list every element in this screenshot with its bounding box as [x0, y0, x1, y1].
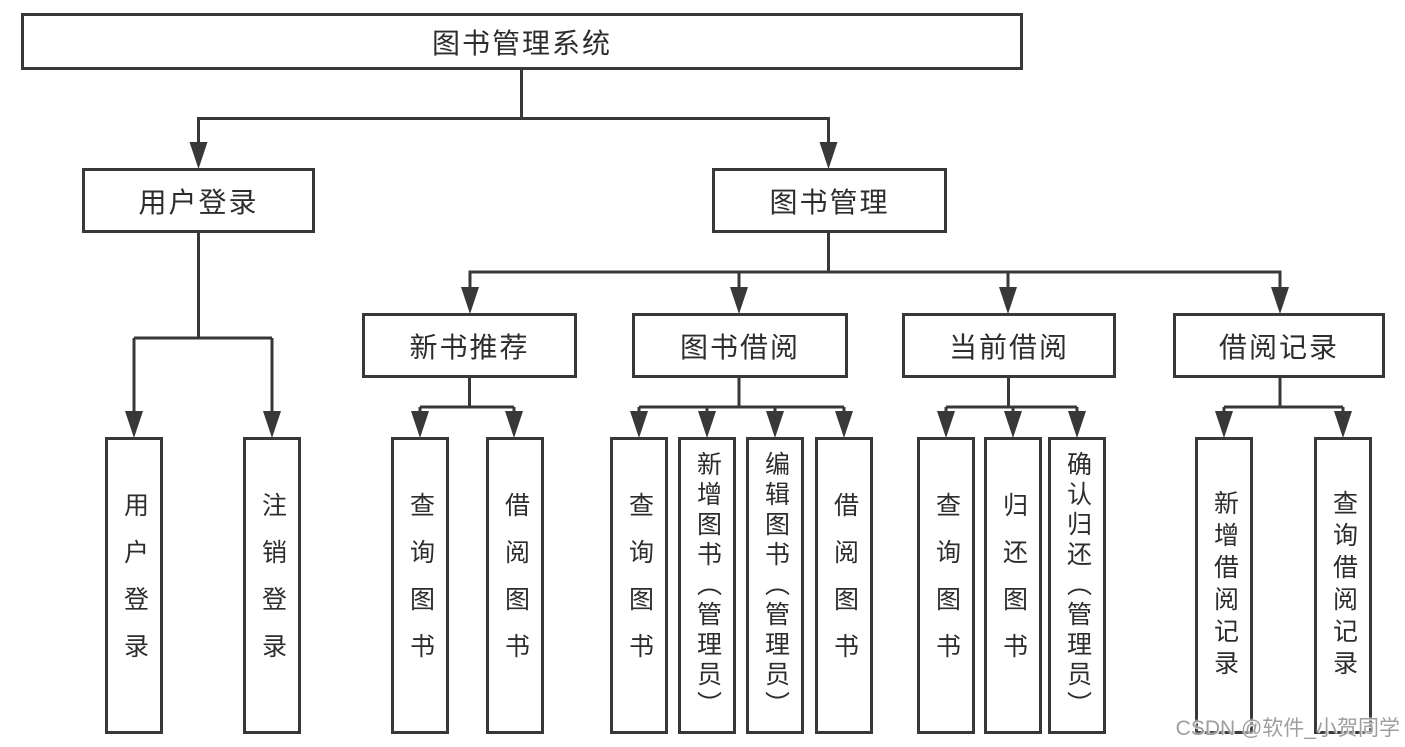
node-label: 确认归还（管理员）: [1063, 450, 1092, 721]
node-label: 查询图书: [932, 491, 961, 680]
node-borrowing-records: 借阅记录: [1173, 313, 1385, 378]
leaf-logout: 注销登录: [243, 437, 301, 734]
node-label: 编辑图书（管理员）: [761, 450, 790, 721]
arrowhead: [1068, 411, 1086, 438]
arrowhead: [1004, 411, 1022, 438]
arrowhead: [835, 411, 853, 438]
arrowhead: [937, 411, 955, 438]
arrowhead: [263, 411, 281, 438]
node-label: 图书管理系统: [431, 27, 612, 59]
node-user-login: 用户登录: [82, 168, 315, 233]
node-label: 用户登录: [138, 186, 259, 218]
node-label: 借阅图书: [830, 491, 859, 680]
leaf-return-books: 归还图书: [984, 437, 1042, 734]
node-label: 借阅图书: [501, 491, 530, 680]
node-label: 新增借阅记录: [1210, 489, 1239, 682]
leaf-borrow-books-newrec: 借阅图书: [486, 437, 544, 734]
node-label: 注销登录: [258, 491, 287, 680]
node-new-book-recommendation: 新书推荐: [362, 313, 577, 378]
node-label: 查询图书: [625, 491, 654, 680]
arrowhead: [505, 411, 523, 438]
node-library-management-system: 图书管理系统: [21, 13, 1023, 70]
arrowhead: [730, 287, 748, 314]
edge-newbook-to-leaves: [418, 378, 516, 413]
node-label: 图书借阅: [679, 331, 800, 363]
edge-userlogin-to-leaves: [132, 232, 274, 413]
node-label: 查询借阅记录: [1329, 489, 1358, 682]
node-label: 图书管理: [769, 186, 890, 218]
leaf-query-books-borrowing: 查询图书: [610, 437, 668, 734]
edge-bookmgmt-to-level3: [468, 233, 1282, 289]
leaf-confirm-return-admin: 确认归还（管理员）: [1048, 437, 1106, 734]
arrowhead: [819, 142, 838, 169]
arrowhead: [630, 411, 648, 438]
arrowhead: [125, 411, 143, 438]
leaf-add-book-admin: 新增图书（管理员）: [678, 437, 736, 734]
arrowhead: [1215, 411, 1233, 438]
edge-root-to-level2: [197, 69, 830, 144]
leaf-borrow-books-borrowing: 借阅图书: [815, 437, 873, 734]
node-book-borrowing: 图书借阅: [632, 313, 848, 378]
arrowhead: [698, 411, 716, 438]
node-book-management: 图书管理: [712, 168, 947, 233]
leaf-query-books-newrec: 查询图书: [391, 437, 449, 734]
node-label: 新增图书（管理员）: [693, 450, 722, 721]
leaf-query-books-current: 查询图书: [917, 437, 975, 734]
connector-arrowheads: [125, 142, 1352, 438]
leaf-edit-book-admin: 编辑图书（管理员）: [746, 437, 804, 734]
leaf-query-borrow-record: 查询借阅记录: [1314, 437, 1372, 734]
node-label: 归还图书: [999, 491, 1028, 680]
watermark: CSDN @软件_小贺同学: [1175, 717, 1400, 740]
edge-currentborrow-to-leaves: [944, 378, 1079, 413]
leaf-user-login: 用户登录: [105, 437, 163, 734]
arrowhead: [1271, 287, 1289, 314]
node-label: 新书推荐: [409, 331, 530, 363]
arrowhead: [1334, 411, 1352, 438]
arrowhead: [766, 411, 784, 438]
node-label: 查询图书: [406, 491, 435, 680]
arrowhead: [999, 287, 1017, 314]
arrowhead: [411, 411, 429, 438]
node-label: 借阅记录: [1218, 331, 1339, 363]
leaf-add-borrow-record: 新增借阅记录: [1195, 437, 1253, 734]
arrowhead: [461, 287, 479, 314]
edge-borrowing-to-leaves: [637, 377, 846, 413]
node-current-borrowing: 当前借阅: [902, 313, 1116, 378]
edge-records-to-leaves: [1222, 377, 1345, 413]
connector-lines: [132, 69, 1345, 413]
arrowhead: [189, 142, 208, 169]
node-label: 用户登录: [120, 491, 149, 680]
node-label: 当前借阅: [948, 331, 1069, 363]
